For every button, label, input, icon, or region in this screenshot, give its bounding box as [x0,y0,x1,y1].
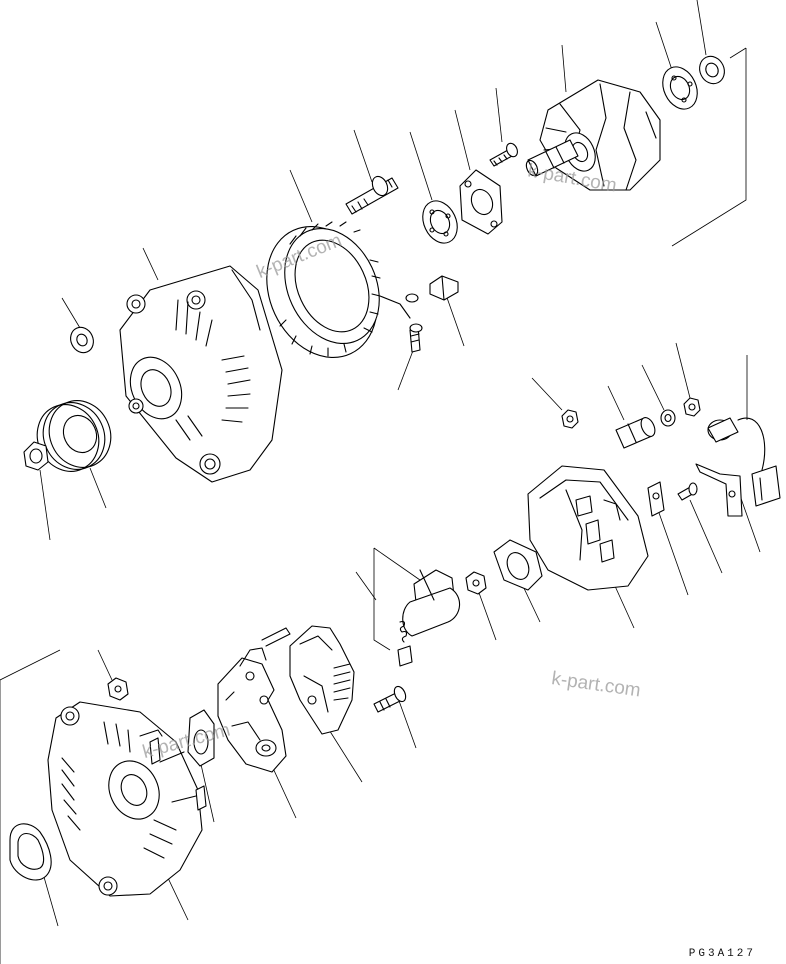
drawing-code-label: PG3A127 [688,948,756,960]
stud-bolts [149,737,207,811]
rear-end-frame [47,701,203,897]
cover-seal [493,539,543,591]
brush-holder [402,569,461,637]
ball-bearing-front [422,200,458,244]
screw-bracket [677,482,698,501]
terminal-clip [647,481,665,517]
bracket-plate [695,463,743,517]
spacer-collar [70,326,94,354]
terminal-insulator [429,275,459,301]
terminal-bolt-insulator [615,417,656,449]
rear-end-cover [527,465,649,591]
ic-regulator [289,625,355,735]
terminal-screw [409,323,423,353]
insulator-cap [187,709,215,767]
drive-end-frame [119,265,283,483]
hex-nut-a [561,409,579,429]
screw-small [489,142,518,167]
through-bolt [345,175,399,215]
o-ring-gasket [9,823,52,881]
screw-regulator [373,685,407,713]
pulley-nut [23,441,49,471]
brush [397,645,413,667]
pulley [36,400,112,472]
washer-a [660,409,676,427]
bearing-outer [699,55,725,85]
ball-bearing-rear [662,66,698,110]
stator-assembly [266,221,419,358]
bearing-retainer-plate [459,169,503,235]
brush-spring [399,620,408,643]
leader-lines [0,0,761,964]
rectifier-assembly [217,627,291,773]
rotor-assembly [525,79,661,191]
hex-nut-d [107,677,129,701]
connector-harness [707,417,781,507]
hex-nut-c [465,571,487,595]
hex-nut-b [683,397,701,417]
